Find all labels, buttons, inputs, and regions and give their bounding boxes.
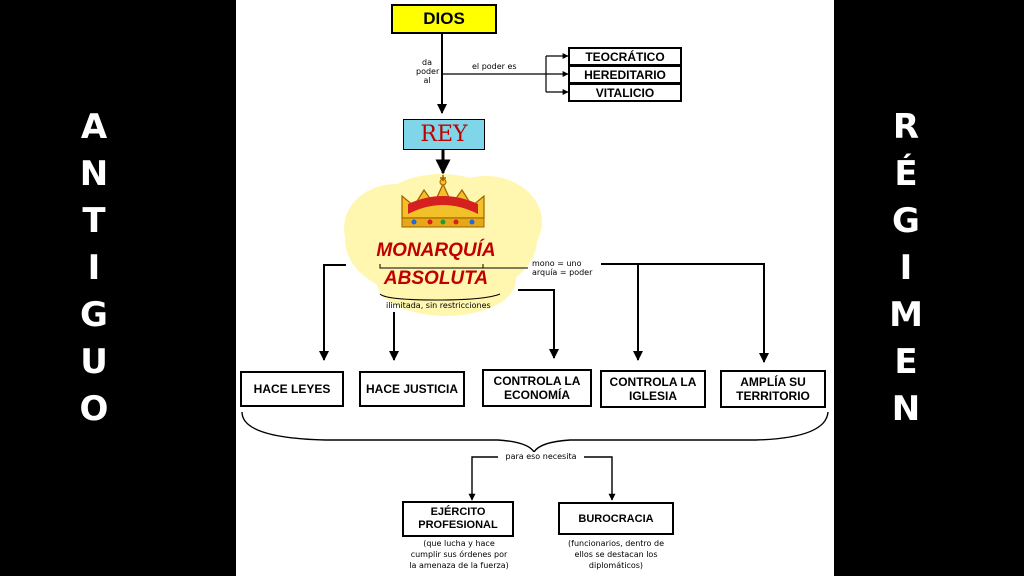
side-letter: I bbox=[899, 248, 913, 288]
side-letter: R bbox=[892, 107, 920, 147]
controla-economia-box: CONTROLA LA ECONOMÍA bbox=[482, 369, 592, 407]
side-letter: G bbox=[892, 201, 920, 241]
mono-note: mono = uno arquía = poder bbox=[532, 259, 593, 277]
concept-map-slide: DIOS da poder al el poder es TEOCRÁTICO … bbox=[236, 0, 834, 576]
ejercito-note: (que lucha y hace cumplir sus órdenes po… bbox=[409, 539, 509, 570]
hace-justicia-box: HACE JUSTICIA bbox=[359, 371, 465, 407]
side-title-regimen: R É G I M E N bbox=[886, 104, 926, 433]
side-letter: A bbox=[80, 107, 108, 147]
burocracia-box: BUROCRACIA bbox=[558, 502, 674, 535]
side-letter: É bbox=[894, 154, 918, 194]
side-letter: U bbox=[80, 342, 108, 382]
burocracia-note: (funcionarios, dentro de ellos se destac… bbox=[568, 539, 664, 570]
teocratico-box: TEOCRÁTICO bbox=[568, 47, 682, 66]
side-letter: O bbox=[79, 389, 109, 429]
side-letter: I bbox=[87, 248, 101, 288]
crown-icon bbox=[401, 175, 485, 228]
side-letter: G bbox=[80, 295, 108, 335]
side-letter: N bbox=[79, 154, 109, 194]
amplia-territorio-box: AMPLÍA SU TERRITORIO bbox=[720, 370, 826, 408]
dios-box: DIOS bbox=[391, 4, 497, 34]
connector-lines bbox=[241, 33, 829, 501]
absoluta-label: ABSOLUTA bbox=[383, 268, 489, 289]
dios-label: DIOS bbox=[423, 9, 465, 28]
ilimitada-note: ilimitada, sin restricciones bbox=[386, 301, 491, 310]
hereditario-box: HEREDITARIO bbox=[568, 65, 682, 84]
hace-leyes-box: HACE LEYES bbox=[240, 371, 344, 407]
side-letter: N bbox=[891, 389, 921, 429]
side-letter: T bbox=[82, 201, 106, 241]
side-letter: E bbox=[894, 342, 918, 382]
monarquia-label: MONARQUÍA bbox=[376, 240, 496, 261]
da-poder-al-label: da poder al bbox=[416, 58, 440, 85]
side-title-antiguo: A N T I G U O bbox=[74, 104, 114, 433]
rey-box: REY bbox=[403, 119, 485, 150]
vitalicio-box: VITALICIO bbox=[568, 83, 682, 102]
ejercito-box: EJÉRCITO PROFESIONAL bbox=[402, 501, 514, 537]
el-poder-es-label: el poder es bbox=[472, 62, 517, 71]
side-letter: M bbox=[889, 295, 923, 335]
para-eso-necesita-label: para eso necesita bbox=[498, 452, 584, 461]
controla-iglesia-box: CONTROLA LA IGLESIA bbox=[600, 370, 706, 408]
